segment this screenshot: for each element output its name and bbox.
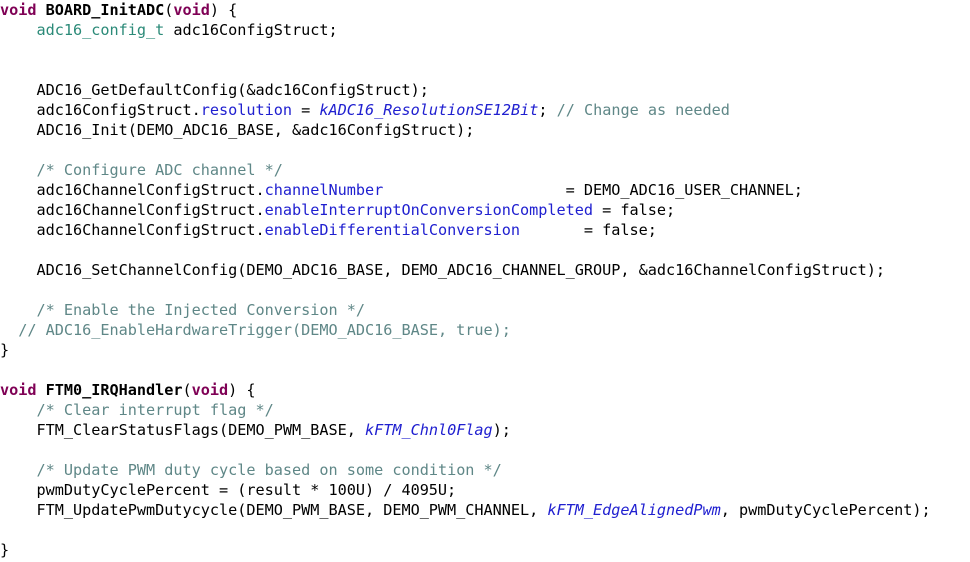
code-token-comment: // Change as needed	[556, 101, 730, 119]
code-line: pwmDutyCyclePercent = (result * 100U) / …	[0, 480, 970, 500]
code-token-plain: }	[0, 541, 10, 559]
code-token-plain	[0, 321, 18, 339]
code-line: // ADC16_EnableHardwareTrigger(DEMO_ADC1…	[0, 320, 970, 340]
code-line: ​	[0, 360, 970, 380]
code-token-plain: ADC16_Init(DEMO_ADC16_BASE, &adc16Config…	[0, 121, 475, 139]
code-token-plain: );	[492, 421, 511, 439]
code-line: FTM_ClearStatusFlags(DEMO_PWM_BASE, kFTM…	[0, 420, 970, 440]
code-token-member: channelNumber	[264, 181, 384, 199]
code-token-keyword: void	[0, 381, 37, 399]
code-token-plain: ;	[538, 101, 557, 119]
code-line: adc16ChannelConfigStruct.enableInterrupt…	[0, 200, 970, 220]
code-token-plain: adc16ChannelConfigStruct.	[0, 181, 265, 199]
code-token-plain: pwmDutyCyclePercent = (result * 100U) / …	[0, 481, 457, 499]
code-line: /* Configure ADC channel */	[0, 160, 970, 180]
code-token-plain	[0, 301, 37, 319]
code-token-enum: kFTM_EdgeAlignedPwm	[547, 501, 721, 519]
code-line: ​	[0, 240, 970, 260]
code-line: ADC16_GetDefaultConfig(&adc16ConfigStruc…	[0, 80, 970, 100]
code-token-plain: adc16ConfigStruct;	[164, 21, 338, 39]
code-token-fnname: FTM0_IRQHandler	[45, 381, 183, 399]
code-line: /* Enable the Injected Conversion */	[0, 300, 970, 320]
code-line: void FTM0_IRQHandler(void) {	[0, 380, 970, 400]
code-token-member: resolution	[200, 101, 292, 119]
code-token-plain	[0, 161, 37, 179]
code-line: ​	[0, 140, 970, 160]
code-token-plain: , pwmDutyCyclePercent);	[720, 501, 931, 519]
code-token-plain: adc16ChannelConfigStruct.	[0, 201, 265, 219]
code-token-plain	[0, 401, 37, 419]
code-token-plain	[37, 381, 46, 399]
code-token-comment: /* Enable the Injected Conversion */	[36, 301, 365, 319]
code-token-enum: kFTM_Chnl0Flag	[364, 421, 493, 439]
code-token-plain: FTM_ClearStatusFlags(DEMO_PWM_BASE,	[0, 421, 365, 439]
code-token-keyword: void	[173, 1, 210, 19]
code-token-plain: ) {	[209, 1, 238, 19]
code-token-plain: = false;	[520, 221, 657, 239]
code-token-plain: (	[182, 381, 192, 399]
code-line: ​	[0, 440, 970, 460]
code-token-comment: // ADC16_EnableHardwareTrigger(DEMO_ADC1…	[18, 321, 511, 339]
code-token-member: enableInterruptOnConversionCompleted	[264, 201, 594, 219]
code-line: void BOARD_InitADC(void) {	[0, 0, 970, 20]
code-line: ADC16_Init(DEMO_ADC16_BASE, &adc16Config…	[0, 120, 970, 140]
code-token-comment: /* Clear interrupt flag */	[36, 401, 274, 419]
code-token-plain: (	[164, 1, 174, 19]
code-line: }	[0, 340, 970, 360]
code-token-keyword: void	[0, 1, 37, 19]
code-line: ADC16_SetChannelConfig(DEMO_ADC16_BASE, …	[0, 260, 970, 280]
code-token-plain: ) {	[228, 381, 256, 399]
code-token-plain: ADC16_GetDefaultConfig(&adc16ConfigStruc…	[0, 81, 429, 99]
code-line: adc16_config_t adc16ConfigStruct;	[0, 20, 970, 40]
code-line: }	[0, 540, 970, 560]
code-token-keyword: void	[191, 381, 229, 399]
code-token-plain: = false;	[593, 201, 676, 219]
code-token-plain	[0, 21, 37, 39]
code-token-plain: FTM_UpdatePwmDutycycle(DEMO_PWM_BASE, DE…	[0, 501, 548, 519]
code-token-plain: adc16ChannelConfigStruct.	[0, 221, 265, 239]
code-line: /* Clear interrupt flag */	[0, 400, 970, 420]
code-line: adc16ChannelConfigStruct.channelNumber =…	[0, 180, 970, 200]
code-line: adc16ChannelConfigStruct.enableDifferent…	[0, 220, 970, 240]
code-line: ​	[0, 40, 970, 60]
code-token-type: adc16_config_t	[36, 21, 165, 39]
code-token-plain	[0, 461, 37, 479]
code-token-fnname: BOARD_InitADC	[45, 1, 165, 19]
code-token-comment: /* Configure ADC channel */	[36, 161, 283, 179]
code-token-member: enableDifferentialConversion	[264, 221, 521, 239]
code-token-plain: ADC16_SetChannelConfig(DEMO_ADC16_BASE, …	[0, 261, 885, 279]
code-line: FTM_UpdatePwmDutycycle(DEMO_PWM_BASE, DE…	[0, 500, 970, 520]
code-token-comment: /* Update PWM duty cycle based on some c…	[36, 461, 502, 479]
code-token-plain: =	[291, 101, 320, 119]
code-token-plain: adc16ConfigStruct.	[0, 101, 201, 119]
code-line: ​	[0, 520, 970, 540]
code-token-enum: kADC16_ResolutionSE12Bit	[319, 101, 539, 119]
code-line: adc16ConfigStruct.resolution = kADC16_Re…	[0, 100, 970, 120]
code-token-plain: }	[0, 341, 10, 359]
code-line: /* Update PWM duty cycle based on some c…	[0, 460, 970, 480]
code-token-plain	[37, 1, 46, 19]
code-line: ​	[0, 280, 970, 300]
code-line: ​	[0, 60, 970, 80]
code-token-plain: = DEMO_ADC16_USER_CHANNEL;	[383, 181, 803, 199]
